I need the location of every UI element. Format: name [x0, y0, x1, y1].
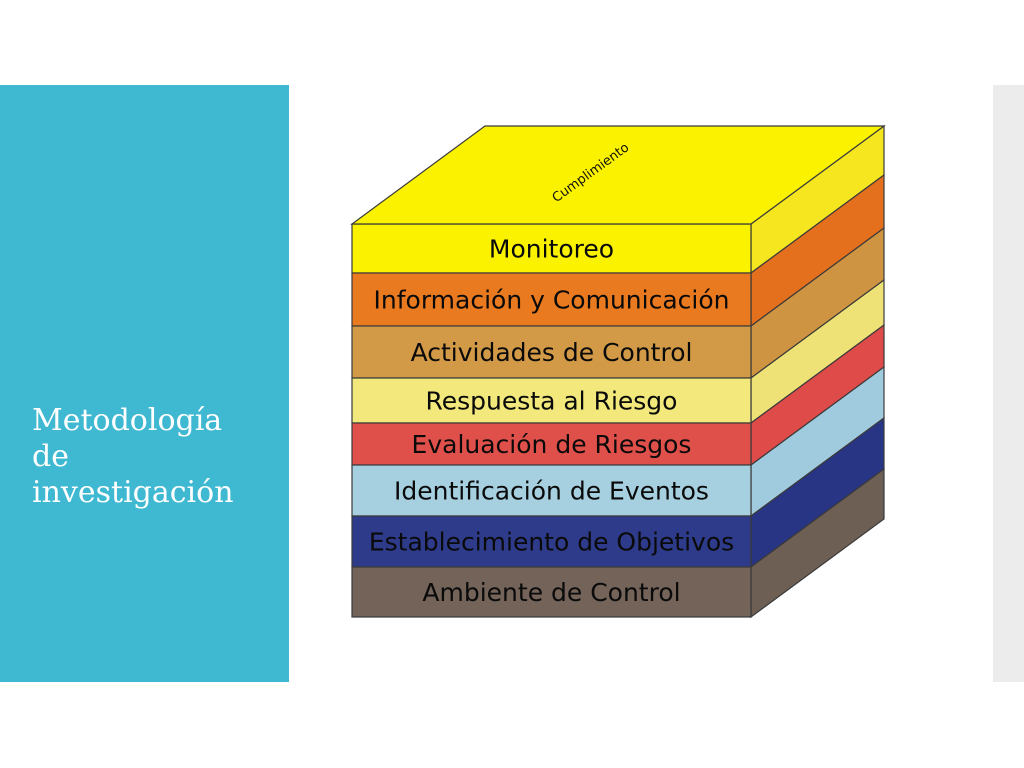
title-line-1: Metodología	[32, 403, 223, 438]
layer-label-4: Respuesta al Riesgo	[426, 387, 678, 416]
layer-label-7: Establecimiento de Objetivos	[369, 528, 734, 557]
right-edge-strip	[993, 85, 1024, 682]
title-panel: Metodología de investigación	[0, 85, 289, 682]
layer-front-6	[351, 464, 752, 517]
layer-label-3: Actividades de Control	[411, 338, 693, 367]
top-face	[350, 125, 886, 225]
layer-front-5	[351, 422, 752, 466]
layer-front-7	[351, 515, 752, 568]
layer-front-8	[351, 566, 752, 618]
layer-front-1	[351, 223, 752, 274]
layer-front-2	[351, 272, 752, 327]
cube-top-face: Cumplimiento	[350, 125, 886, 225]
title-line-2: de	[32, 439, 69, 474]
layer-label-2: Información y Comunicación	[374, 286, 730, 315]
layer-front-4	[351, 377, 752, 424]
layer-label-6: Identificación de Eventos	[394, 477, 709, 506]
layer-label-8: Ambiente de Control	[422, 578, 680, 607]
slide-title: Metodología de investigación	[32, 403, 282, 511]
title-line-3: investigación	[32, 475, 234, 510]
layer-label-1: Monitoreo	[489, 235, 614, 264]
layer-label-5: Evaluación de Riesgos	[412, 430, 692, 459]
layer-front-3	[351, 325, 752, 379]
